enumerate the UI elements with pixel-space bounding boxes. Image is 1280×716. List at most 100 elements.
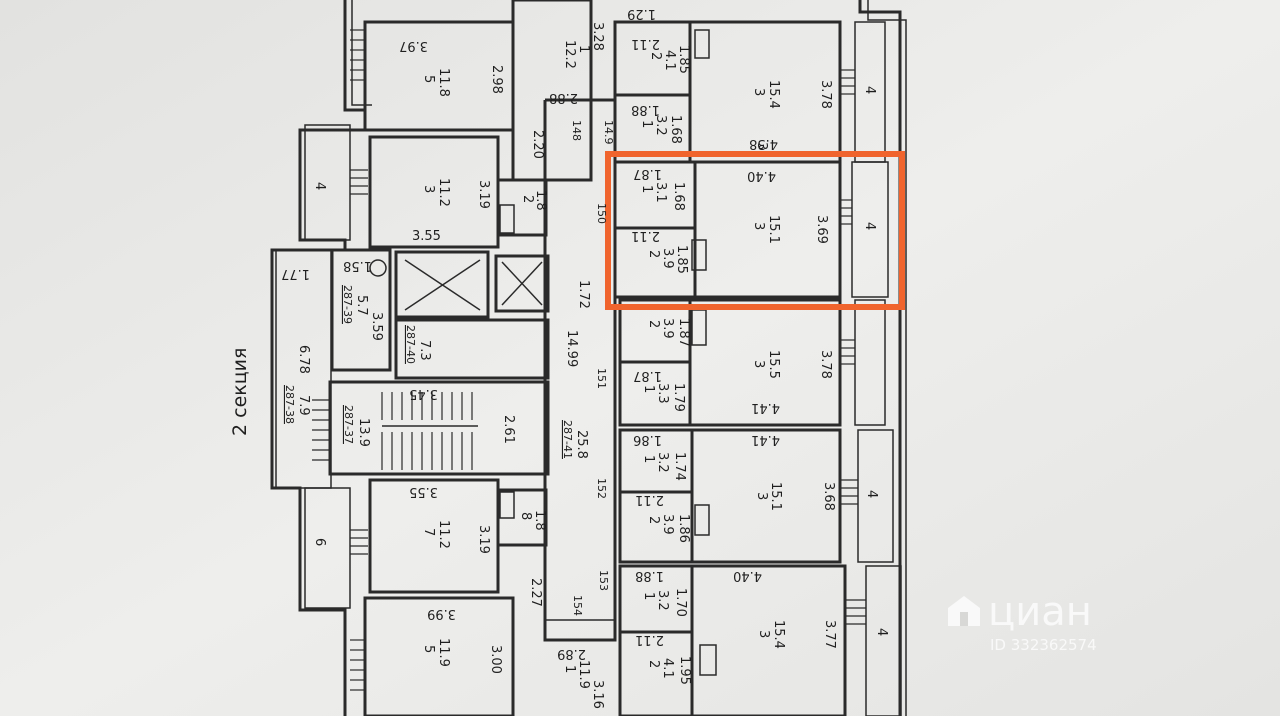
area-label: 7.3 (417, 340, 432, 361)
room-number-label: 3 (754, 142, 769, 150)
area-label: 3.2 (653, 115, 668, 136)
area-label: 3.1 (653, 182, 668, 203)
left-block-labels: 3.97 5 11.8 2.98 4 3 11.2 3.19 3.55 12.2… (281, 22, 610, 709)
dim-label: 1.72 (576, 280, 591, 309)
dim-label: 4.41 (751, 400, 780, 415)
dim-label: 3.28 (590, 22, 605, 51)
room-number-label: 3 (751, 222, 766, 230)
dim-label: 3.55 (412, 229, 441, 244)
area-label: 5.7 (354, 295, 369, 316)
room-number-label: 2 (646, 250, 661, 258)
dim-label: 3.78 (818, 80, 833, 109)
dim-label: 3.69 (814, 215, 829, 244)
room-code-label: 287-40 (404, 325, 417, 364)
right-block-labels: 1.29 2.11 2 4.1 1.85 3 15.4 3.78 4 1.88 … (602, 6, 889, 685)
room-code-label: 287-41 (561, 420, 574, 459)
dim-label: 4.40 (733, 568, 762, 583)
area-label: 11.9 (436, 638, 451, 667)
dim-label: 1.85 (676, 45, 691, 74)
dim-label: 3.59 (369, 312, 384, 341)
dim-label: 1.68 (671, 182, 686, 211)
room-code-label: 287-38 (283, 385, 296, 424)
area-label: 1.8 (533, 190, 548, 211)
room-number-label: 7 (421, 528, 436, 536)
room-number-label: 4 (864, 490, 879, 498)
area-label: 4.1 (662, 50, 677, 71)
dim-label: 1.87 (633, 166, 662, 181)
area-label: 7.9 (296, 395, 311, 416)
dim-label: 1.86 (676, 514, 691, 543)
dim-label: 3.99 (427, 606, 456, 621)
dim-label: 3.19 (476, 525, 491, 554)
area-label: 13.9 (356, 418, 371, 447)
dim-label: 2.61 (501, 415, 516, 444)
room-number-label: 154 (571, 595, 584, 616)
room-number-label: 3 (751, 360, 766, 368)
dim-label: 1.29 (627, 6, 656, 21)
room-number-label: 1 (641, 455, 656, 463)
dim-label: 3.45 (409, 386, 438, 401)
dim-label: 2.88 (549, 90, 578, 105)
room-number-label: 152 (595, 478, 608, 499)
room-number-label: 2 (520, 195, 535, 203)
area-label: 3.3 (655, 383, 670, 404)
area-label: 12.2 (562, 40, 577, 69)
room-number-label: 3 (421, 185, 436, 193)
area-label: 3.2 (655, 590, 670, 611)
area-label: 11.9 (576, 660, 591, 689)
dim-label: 1.79 (671, 383, 686, 412)
room-code-label: 287-37 (342, 405, 355, 444)
dim-label: 1.85 (674, 245, 689, 274)
dim-label: 3.55 (409, 484, 438, 499)
dim-label: 3.19 (476, 180, 491, 209)
area-label: 11.8 (436, 68, 451, 97)
room-number-label: 3 (751, 88, 766, 96)
dim-label: 1.88 (635, 568, 664, 583)
right-block-walls (613, 0, 907, 716)
room-number-label: 150 (595, 203, 608, 224)
room-number-label: 6 (312, 538, 327, 546)
area-label: 11.2 (436, 178, 451, 207)
dim-label: 2.11 (635, 492, 664, 507)
room-number-label: 2 (646, 320, 661, 328)
room-number-label: 2 (648, 52, 663, 60)
dim-label: 2.11 (635, 632, 664, 647)
watermark-id: ID 332362574 (990, 636, 1097, 654)
room-number-label: 151 (595, 368, 608, 389)
cian-watermark: циан ID 332362574 (948, 589, 1097, 654)
dim-label: 3.68 (821, 482, 836, 511)
room-number-label: 148 (570, 120, 583, 141)
area-label: 15.1 (766, 215, 781, 244)
area-label: 3.9 (660, 318, 675, 339)
dim-label: 1.58 (343, 258, 372, 273)
area-label: 15.4 (766, 80, 781, 109)
area-label: 4.1 (660, 658, 675, 679)
room-number-label: 4 (874, 628, 889, 636)
room-number-label: 2 (646, 516, 661, 524)
room-number-label: 153 (597, 570, 610, 591)
room-number-label: 3 (754, 492, 769, 500)
room-number-label: 4 (312, 182, 327, 190)
room-number-label: 8 (518, 512, 533, 520)
area-label: 3.9 (660, 248, 675, 269)
room-number-label: 1 (639, 120, 654, 128)
dim-label: 3.97 (399, 38, 428, 53)
room-number-label: 1 (562, 665, 577, 673)
dim-label: 1.74 (672, 452, 687, 481)
dim-label: 1.70 (673, 588, 688, 617)
room-number-label: 4 (862, 222, 877, 230)
dim-label: 2.11 (631, 228, 660, 243)
area-label: 11.2 (436, 520, 451, 549)
room-number-label: 1 (641, 592, 656, 600)
dim-label: 1.86 (633, 432, 662, 447)
dim-label: 3.77 (822, 620, 837, 649)
dim-label: 1.77 (281, 266, 310, 281)
dim-label: 1.68 (668, 115, 683, 144)
dim-label: 2.11 (631, 36, 660, 51)
room-number-label: 1 (639, 185, 654, 193)
watermark-brand: циан (988, 589, 1092, 635)
room-code-label: 287-39 (341, 285, 354, 324)
dim-label: 1.87 (633, 368, 662, 383)
